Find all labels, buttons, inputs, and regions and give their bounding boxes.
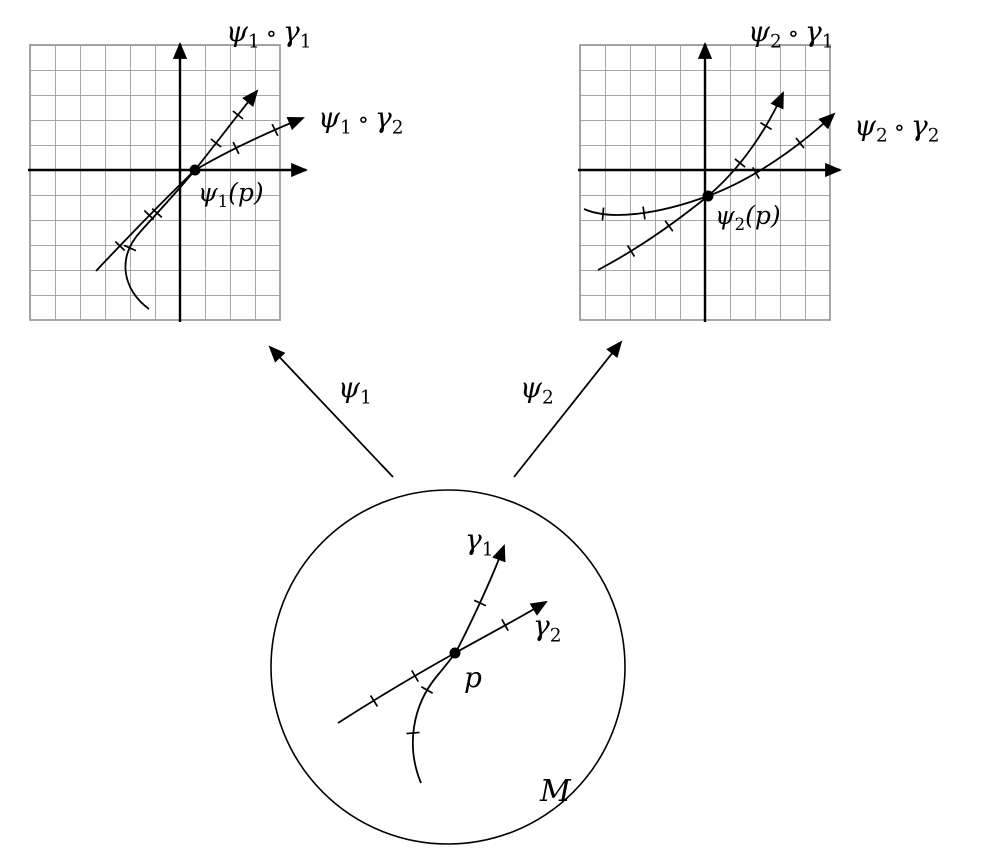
point-p: [449, 647, 461, 659]
label-gamma2: γ2: [533, 609, 562, 645]
map-subscript: 2: [875, 125, 888, 147]
grid-left: [29, 44, 281, 321]
map-symbol: ψ: [854, 109, 876, 142]
chart-map-arrows: [268, 340, 623, 478]
map-symbol: ψ: [226, 15, 248, 48]
label-psi1-comp-gamma2: ψ1∘γ2: [318, 101, 404, 137]
label-psi1-comp-gamma1: ψ1∘γ1: [226, 15, 312, 51]
compose-operator-icon: ∘: [893, 115, 905, 141]
map-subscript: 1: [247, 31, 260, 53]
curve-symbol: γ: [465, 523, 482, 556]
curve-subscript: 2: [391, 117, 404, 139]
map-subscript: 2: [734, 215, 746, 234]
map-symbol: ψ: [338, 371, 360, 404]
curve-subscript: 2: [927, 125, 940, 147]
map-subscript: 2: [541, 387, 554, 409]
compose-operator-icon: ∘: [265, 21, 277, 47]
map-symbol: ψ: [520, 371, 542, 404]
map-subscript: 1: [217, 192, 229, 211]
curve-subscript: 1: [299, 31, 312, 53]
map-subscript: 1: [359, 387, 372, 409]
label-psi1-of-p: ψ1(p): [198, 178, 264, 211]
label-gamma1: γ1: [465, 523, 494, 559]
label-psi2-comp-gamma2: ψ2∘γ2: [854, 109, 940, 145]
label-psi2-comp-gamma1: ψ2∘γ1: [748, 15, 834, 51]
curve-subscript: 1: [481, 539, 494, 561]
manifold-boundary: [270, 489, 626, 845]
label-manifold-M: M: [540, 774, 571, 809]
map-symbol: ψ: [748, 15, 770, 48]
curve-subscript: 2: [549, 625, 562, 647]
map-subscript: 2: [769, 31, 782, 53]
map-symbol: ψ: [715, 201, 735, 230]
curve-symbol: γ: [911, 109, 928, 142]
point-psi1-of-p: [189, 164, 201, 176]
manifold-region: [270, 489, 626, 845]
chart-right: [578, 41, 843, 322]
curve-symbol: γ: [805, 15, 822, 48]
label-map-psi2: ψ2: [520, 371, 554, 407]
tick-marks-left-chart: [114, 110, 279, 252]
tick-marks-right-chart: [601, 121, 805, 257]
arrow-psi1: [268, 345, 394, 478]
curve-symbol: γ: [533, 609, 550, 642]
arrow-psi2: [513, 340, 623, 478]
curve-symbol: γ: [375, 101, 392, 134]
chart-left: [28, 41, 309, 322]
point-psi2-of-p: [702, 190, 714, 202]
label-map-psi1: ψ1: [338, 371, 372, 407]
compose-operator-icon: ∘: [787, 21, 799, 47]
label-point-p: p: [464, 661, 482, 694]
map-symbol: ψ: [198, 178, 218, 207]
curve-gamma1: [411, 544, 506, 784]
tick-marks-manifold: [369, 599, 509, 735]
label-psi2-of-p: ψ2(p): [715, 201, 781, 234]
curve-psi1-gamma1: [124, 89, 259, 310]
curve-symbol: γ: [283, 15, 300, 48]
compose-operator-icon: ∘: [357, 107, 369, 133]
map-subscript: 1: [339, 117, 352, 139]
point-argument: (p): [745, 201, 781, 230]
map-symbol: ψ: [318, 101, 340, 134]
point-argument: (p): [228, 178, 264, 207]
curve-subscript: 1: [821, 31, 834, 53]
curve-gamma2: [337, 600, 548, 724]
